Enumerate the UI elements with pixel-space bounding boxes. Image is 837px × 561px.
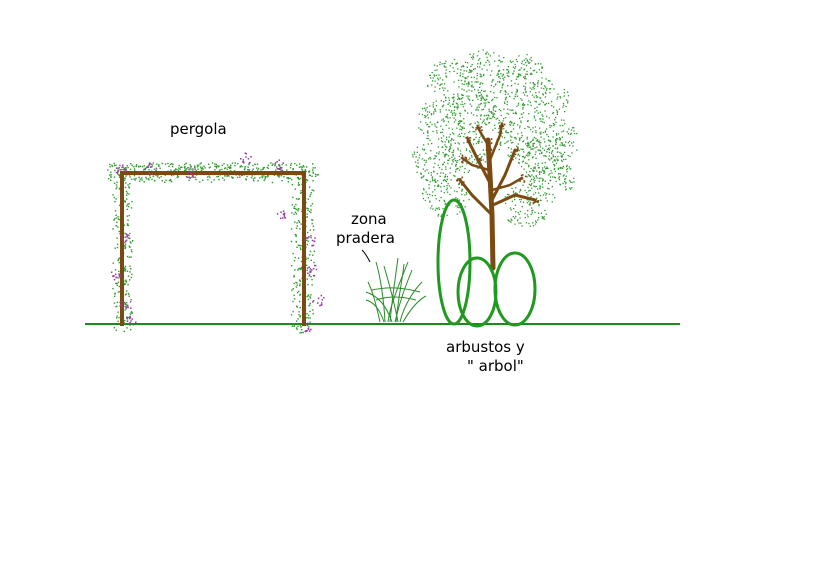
shrubs-label-line2: " arbol" xyxy=(467,357,524,375)
tree-buds xyxy=(456,122,540,205)
pergola-frame xyxy=(120,171,306,326)
meadow-label-line1: zona xyxy=(351,210,387,228)
meadow-label-line2: pradera xyxy=(336,229,395,247)
tree-trunk xyxy=(458,123,537,271)
meadow-leader xyxy=(361,249,371,263)
shrubs xyxy=(436,198,537,328)
shrub-right xyxy=(493,251,537,327)
pergola-label: pergola xyxy=(170,120,227,138)
meadow-grass xyxy=(365,257,427,323)
tree-foliage xyxy=(411,49,578,227)
shrub-middle xyxy=(456,256,498,328)
shrubs-label-line1: arbustos y xyxy=(446,338,525,356)
pergola-flowers xyxy=(110,152,325,333)
pergola-foliage xyxy=(107,162,320,334)
shrub-tall xyxy=(436,198,472,326)
